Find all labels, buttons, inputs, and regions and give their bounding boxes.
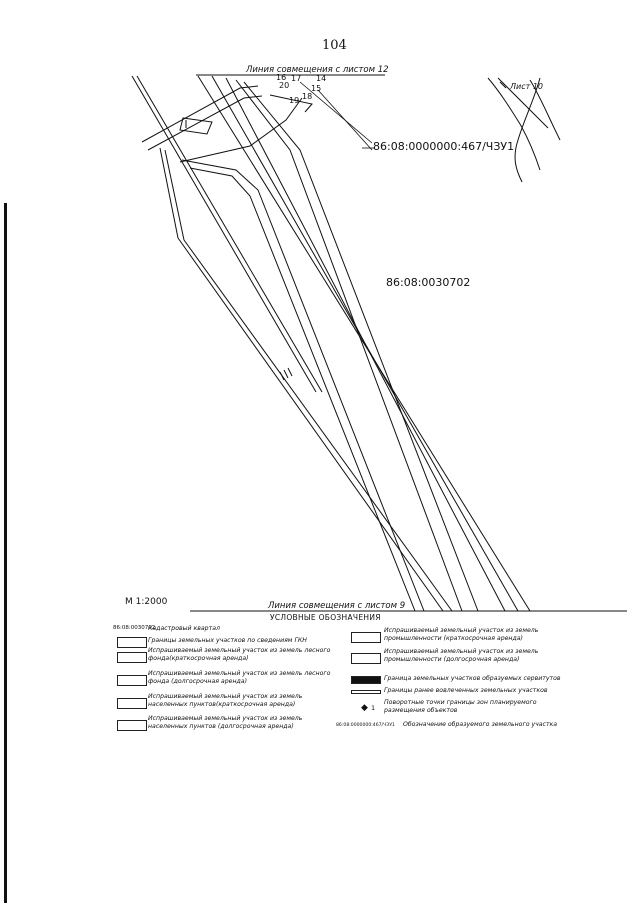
match-line-top-label: Линия совмещения с листом 12 bbox=[246, 65, 389, 75]
legend-text: Испрашиваемый земельный участок из земел… bbox=[148, 715, 303, 730]
legend-text: Испрашиваемый земельный участок из земел… bbox=[148, 647, 331, 662]
legend-text: Испрашиваемый земельный участок из земел… bbox=[384, 648, 539, 663]
legend-key: 86:08:0000000:467/ЧЗУ1 bbox=[336, 723, 395, 728]
legend-text: Поворотные точки границы зон планируемог… bbox=[384, 699, 537, 714]
legend-text: Испрашиваемый земельный участок из земел… bbox=[148, 670, 331, 685]
legend-text: Кадастровый квартал bbox=[148, 625, 220, 632]
cadastral-quarter-label: 86:08:0030702 bbox=[386, 276, 471, 289]
legend-text: Обозначение образуемого земельного участ… bbox=[403, 721, 558, 728]
legend-text: Испрашиваемый земельный участок из земел… bbox=[384, 627, 539, 642]
legend-swatch-previous bbox=[351, 690, 381, 694]
legend-swatch bbox=[117, 698, 147, 709]
corridor-lines bbox=[131, 75, 531, 612]
legend-swatch bbox=[351, 632, 381, 643]
legend-text: Границы ранее вовлеченных земельных учас… bbox=[384, 687, 548, 694]
map-scale: М 1:2000 bbox=[125, 597, 168, 607]
point-label: 17 bbox=[291, 74, 302, 83]
legend-key: 86:08:0030702 bbox=[113, 625, 156, 631]
legend-key: 1 bbox=[371, 704, 376, 712]
page-number: 104 bbox=[322, 38, 347, 53]
point-label: 16 bbox=[276, 73, 287, 82]
legend-text: Границы земельных участков по сведениям … bbox=[148, 637, 307, 644]
legend-text: Граница земельных участков образуемых се… bbox=[384, 675, 561, 682]
hatch-marks bbox=[279, 367, 293, 381]
adjacent-sheet-curves bbox=[487, 77, 561, 183]
point-label: 18 bbox=[302, 92, 313, 101]
legend-swatch-servitude bbox=[351, 676, 381, 684]
point-label: 14 bbox=[316, 74, 327, 83]
match-line-bottom-label: Линия совмещения с листом 9 bbox=[268, 601, 406, 611]
turning-point-icon: ◆ bbox=[361, 703, 368, 713]
legend-swatch bbox=[117, 637, 147, 648]
legend-swatch bbox=[117, 652, 147, 663]
point-label: 19 bbox=[289, 96, 300, 105]
legend-title: УСЛОВНЫЕ ОБОЗНАЧЕНИЯ bbox=[270, 613, 381, 622]
legend-swatch bbox=[117, 720, 147, 731]
sheet-reference: Лист 10 bbox=[510, 82, 543, 91]
small-parcel bbox=[179, 117, 213, 135]
legend-swatch bbox=[117, 675, 147, 686]
page-edge-bar bbox=[4, 203, 7, 903]
point-label: 15 bbox=[311, 84, 322, 93]
point-label: 20 bbox=[279, 81, 290, 90]
leader-lines bbox=[299, 81, 375, 151]
cadastral-parcel-label: 86:08:0000000:467/ЧЗУ1 bbox=[373, 140, 515, 153]
legend-text: Испрашиваемый земельный участок из земел… bbox=[148, 693, 303, 708]
legend-swatch bbox=[351, 653, 381, 664]
